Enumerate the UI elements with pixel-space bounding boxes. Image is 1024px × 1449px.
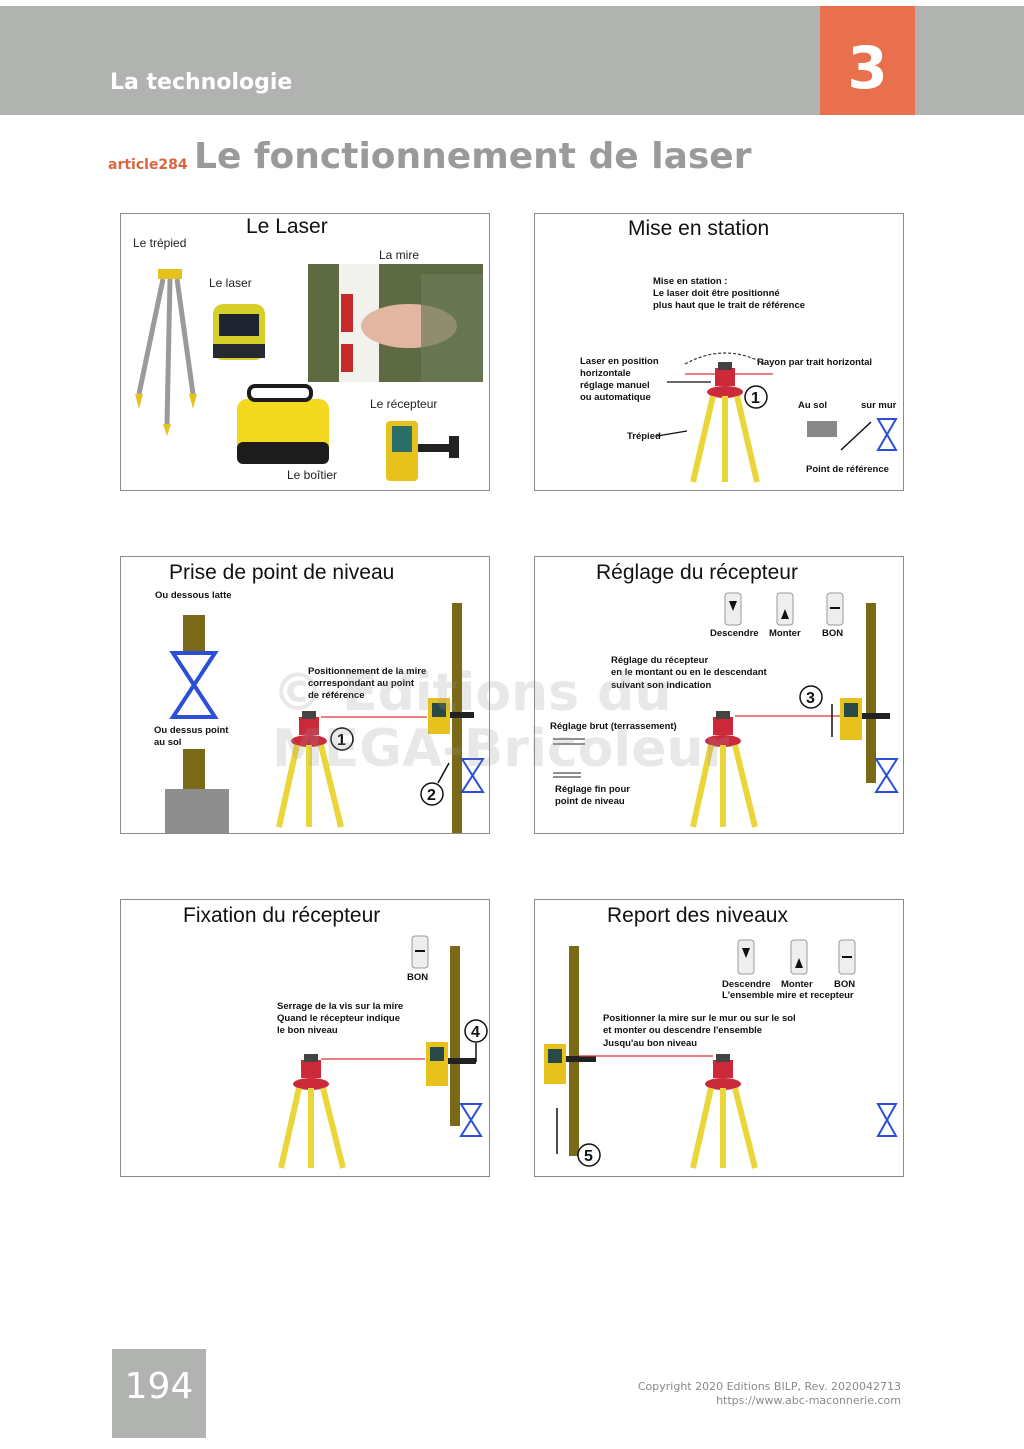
ref-arrow: [841, 422, 871, 450]
floor-point: [807, 421, 837, 437]
transfer-note: Positionner la mire sur le mur ou sur le…: [603, 1013, 796, 1024]
above-label: au sol: [154, 737, 181, 748]
fixing-note: le bon niveau: [277, 1025, 338, 1036]
receiver-image: [386, 421, 459, 481]
laser-on-tripod: [693, 1054, 755, 1168]
step-number: 4: [471, 1024, 480, 1041]
raise-label: Monter: [769, 628, 801, 639]
raise-label: Monter: [781, 979, 813, 990]
indicator-ok: [839, 940, 855, 974]
panel-fixation-recepteur: Fixation du récepteur BON Serrage de la …: [120, 899, 490, 1177]
receiver-fixing-diagram: Fixation du récepteur BON Serrage de la …: [121, 900, 489, 1176]
laser-on-tripod: [693, 362, 757, 482]
under-label: Ou dessous latte: [155, 590, 232, 601]
copyright-text: Copyright 2020 Editions BILP, Rev. 20200…: [638, 1380, 901, 1394]
panel-le-laser: Le Laser Le trépied Le laser La mire Le …: [120, 213, 490, 491]
note-line: plus haut que le trait de référence: [653, 300, 805, 311]
descend-label: Descendre: [710, 628, 759, 639]
label-laser: Le laser: [209, 276, 252, 290]
article-label: article284: [108, 157, 188, 173]
panel-title: Mise en station: [628, 217, 769, 240]
wall-mark: [876, 759, 897, 792]
fine-label: Réglage fin pour: [555, 784, 630, 795]
indicator-descend: [738, 940, 754, 974]
label-staff: La mire: [379, 248, 419, 262]
above-label: Ou dessus point: [154, 725, 229, 736]
label-box: Le boîtier: [287, 468, 337, 482]
case-image: [237, 386, 329, 464]
ray-label: Rayon par trait horizontal: [757, 357, 872, 368]
ok-label: BON: [407, 972, 428, 983]
leveling-staff: [866, 603, 876, 783]
label-tripod: Le trépied: [133, 236, 186, 250]
note-line: Le laser doit être positionné: [653, 288, 780, 299]
wall-label: sur mur: [861, 400, 897, 411]
assembly-label: L'ensemble mire et recepteur: [722, 990, 854, 1001]
panel-title: Prise de point de niveau: [169, 561, 394, 584]
website-link[interactable]: https://www.abc-maconnerie.com: [638, 1394, 901, 1408]
leveling-staff: [450, 946, 460, 1126]
floor-label: Au sol: [798, 400, 827, 411]
indicator-ok: [827, 593, 843, 625]
left-note: ou automatique: [580, 392, 651, 403]
chapter-number: 3: [820, 6, 915, 115]
wall-mark: [461, 1104, 481, 1136]
indicator-ok: [412, 936, 428, 968]
panel-title: Fixation du récepteur: [183, 904, 380, 927]
note-line: Mise en station :: [653, 276, 727, 287]
step-number: 1: [751, 390, 760, 407]
step-number: 5: [584, 1148, 593, 1165]
fine-label: point de niveau: [555, 796, 625, 807]
transfer-note: Jusqu'au bon niveau: [603, 1038, 697, 1049]
staff-bottom: [183, 749, 205, 789]
blue-mark: [173, 653, 215, 717]
tripod-arrow: [657, 431, 687, 436]
laser-unit-image: [213, 304, 265, 360]
ok-label: BON: [834, 979, 855, 990]
laser-on-tripod: [281, 1054, 343, 1168]
indicator-raise: [777, 593, 793, 625]
panel-title: Report des niveaux: [607, 904, 788, 927]
fixing-note: Serrage de la vis sur la mire: [277, 1001, 403, 1012]
fixing-note: Quand le récepteur indique: [277, 1013, 400, 1024]
wall-mark: [878, 1104, 896, 1136]
panel-mise-en-station: Mise en station Mise en station : Le las…: [534, 213, 904, 491]
panel-report-niveaux: Report des niveaux Descendre Monter BON …: [534, 899, 904, 1177]
step-number: 2: [427, 787, 436, 804]
left-note: réglage manuel: [580, 380, 650, 391]
leveling-staff: [569, 946, 579, 1156]
section-title: La technologie: [110, 70, 292, 95]
level-transfer-diagram: Report des niveaux Descendre Monter BON …: [535, 900, 903, 1176]
panel-title: Réglage du récepteur: [596, 561, 798, 584]
tripod-label: Trépied: [627, 431, 661, 442]
tripod-image: [135, 269, 197, 436]
article-title: Le fonctionnement de laser: [194, 136, 751, 177]
indicator-raise: [791, 940, 807, 974]
left-note: horizontale: [580, 368, 631, 379]
ground-block: [165, 789, 229, 833]
laser-equipment-illustration: Le Laser Le trépied Le laser La mire Le …: [121, 214, 489, 490]
staff-top: [183, 615, 205, 653]
transfer-note: et monter ou descendre l'ensemble: [603, 1025, 762, 1036]
receiver-on-staff: [840, 698, 890, 740]
descend-label: Descendre: [722, 979, 771, 990]
watermark: © Editions du MEGA-Bricoleur: [272, 665, 772, 777]
indicator-descend: [725, 593, 741, 625]
left-note: Laser en position: [580, 356, 659, 367]
step-number: 3: [806, 690, 815, 707]
reference-label: Point de référence: [806, 464, 889, 475]
watermark-line: MEGA-Bricoleur: [272, 721, 772, 777]
page-number: 194: [112, 1349, 206, 1438]
panel-title: Le Laser: [246, 215, 328, 238]
label-receiver: Le récepteur: [370, 397, 437, 411]
wall-mark: [878, 419, 896, 450]
watermark-line: © Editions du: [272, 665, 772, 721]
ok-label: BON: [822, 628, 843, 639]
staff-photo: [308, 264, 483, 382]
copyright: Copyright 2020 Editions BILP, Rev. 20200…: [638, 1380, 901, 1408]
setup-diagram: Mise en station Mise en station : Le las…: [535, 214, 903, 490]
